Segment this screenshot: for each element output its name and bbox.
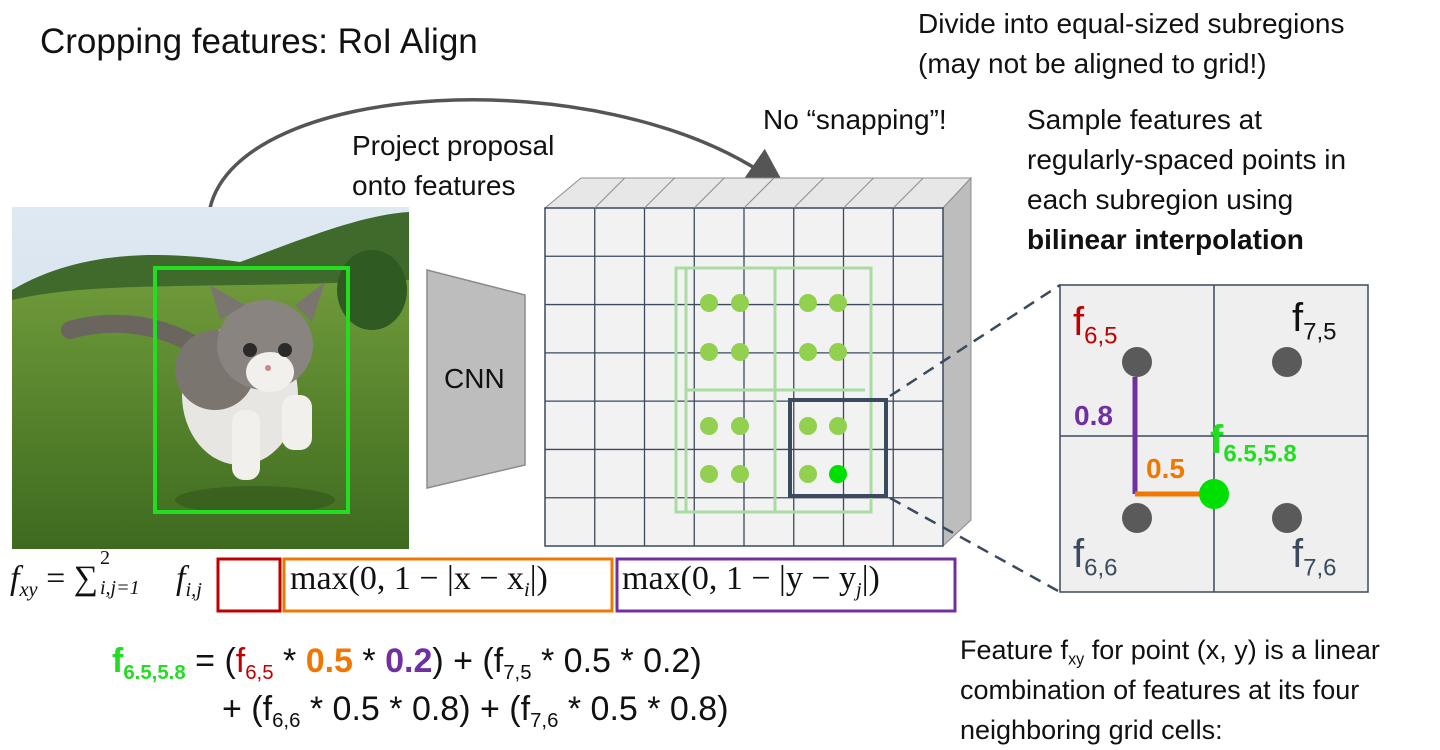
sample-point [829, 417, 847, 435]
divide-caption: Divide into equal-sized subregions (may … [918, 4, 1344, 84]
feature-top-line [693, 177, 725, 209]
label-interpolated: f6.5,5.8 [1210, 418, 1297, 468]
project-line-1: Project proposal [352, 130, 555, 161]
expansion-line-1: f6.5,5.8 = (f6,5 * 0.5 * 0.2) + (f7,5 * … [112, 642, 702, 685]
grid-point-6-5 [1122, 347, 1152, 377]
sample-point [799, 294, 817, 312]
feature-caption: Feature fxy for point (x, y) is a linear… [960, 630, 1380, 750]
selected-subregion-box [788, 398, 888, 498]
feature-top-line [743, 177, 775, 209]
sample-point [829, 343, 847, 361]
feature-line-2: combination of features at its four [960, 675, 1360, 705]
cnn-block [426, 269, 526, 489]
grid-point-6-6 [1122, 503, 1152, 533]
feature-top-line [793, 177, 825, 209]
weight-label-05: 0.5 [1146, 453, 1185, 484]
label-f66: f6,6 [1073, 532, 1118, 582]
sample-line-bold: bilinear interpolation [1027, 224, 1304, 255]
zoom-line-top [889, 283, 1061, 398]
feature-top-line [843, 177, 874, 209]
sample-line-3: each subregion using [1027, 184, 1294, 215]
feature-line-3: neighboring grid cells: [960, 715, 1223, 745]
divide-line-1: Divide into equal-sized subregions [918, 8, 1345, 39]
sample-points [700, 294, 847, 483]
feature-line-1: Feature fxy for point (x, y) is a linear [960, 635, 1380, 669]
sample-point [700, 343, 718, 361]
feature-top-line [892, 177, 924, 209]
formula-x-term: max(0, 1 − |x − xi|) [290, 560, 548, 602]
project-caption: Project proposal onto features [352, 126, 554, 206]
sample-point [799, 417, 817, 435]
project-line-2: onto features [352, 170, 516, 201]
sample-point [731, 343, 749, 361]
zoom-panel [1059, 284, 1369, 593]
feature-top-line [594, 177, 626, 209]
sample-point [731, 294, 749, 312]
formula-box-y [615, 557, 957, 613]
sample-caption: Sample features at regularly-spaced poin… [1027, 100, 1346, 260]
label-f75: f7,5 [1292, 296, 1337, 346]
feature-volume [543, 176, 973, 548]
expansion-line-2: + (f6,6 * 0.5 * 0.8) + (f7,6 * 0.5 * 0.8… [222, 690, 729, 733]
label-f76: f7,6 [1292, 532, 1337, 582]
sample-point [700, 417, 718, 435]
roi-subregions [674, 266, 873, 514]
interpolated-point [1199, 479, 1229, 509]
label-f65: f6,5 [1073, 300, 1118, 350]
sample-line-1: Sample features at [1027, 104, 1263, 135]
divide-line-2: (may not be aligned to grid!) [918, 48, 1267, 79]
formula-box-x [282, 557, 614, 613]
sample-point [700, 294, 718, 312]
formula-y-term: max(0, 1 − |y − yj|) [622, 560, 880, 602]
zoom-line-bottom [889, 496, 1061, 594]
sample-point [799, 465, 817, 483]
grid-point-7-6 [1272, 503, 1302, 533]
sample-line-2: regularly-spaced points in [1027, 144, 1347, 175]
highlight-sample-point [829, 465, 847, 483]
no-snapping-caption: No “snapping”! [763, 104, 947, 135]
sample-point [731, 465, 749, 483]
grid-point-7-5 [1272, 347, 1302, 377]
sample-point [799, 343, 817, 361]
weight-label-08: 0.8 [1074, 400, 1113, 431]
sample-point [829, 294, 847, 312]
slide-title: Cropping features: RoI Align [40, 22, 478, 61]
cnn-label: CNN [444, 363, 505, 394]
formula-box-fij [216, 557, 282, 613]
proposal-box [153, 266, 350, 514]
feature-top-line [644, 177, 675, 209]
sample-point [731, 417, 749, 435]
project-arrow [208, 98, 788, 209]
sample-point [700, 465, 718, 483]
kitten-image [12, 207, 409, 549]
